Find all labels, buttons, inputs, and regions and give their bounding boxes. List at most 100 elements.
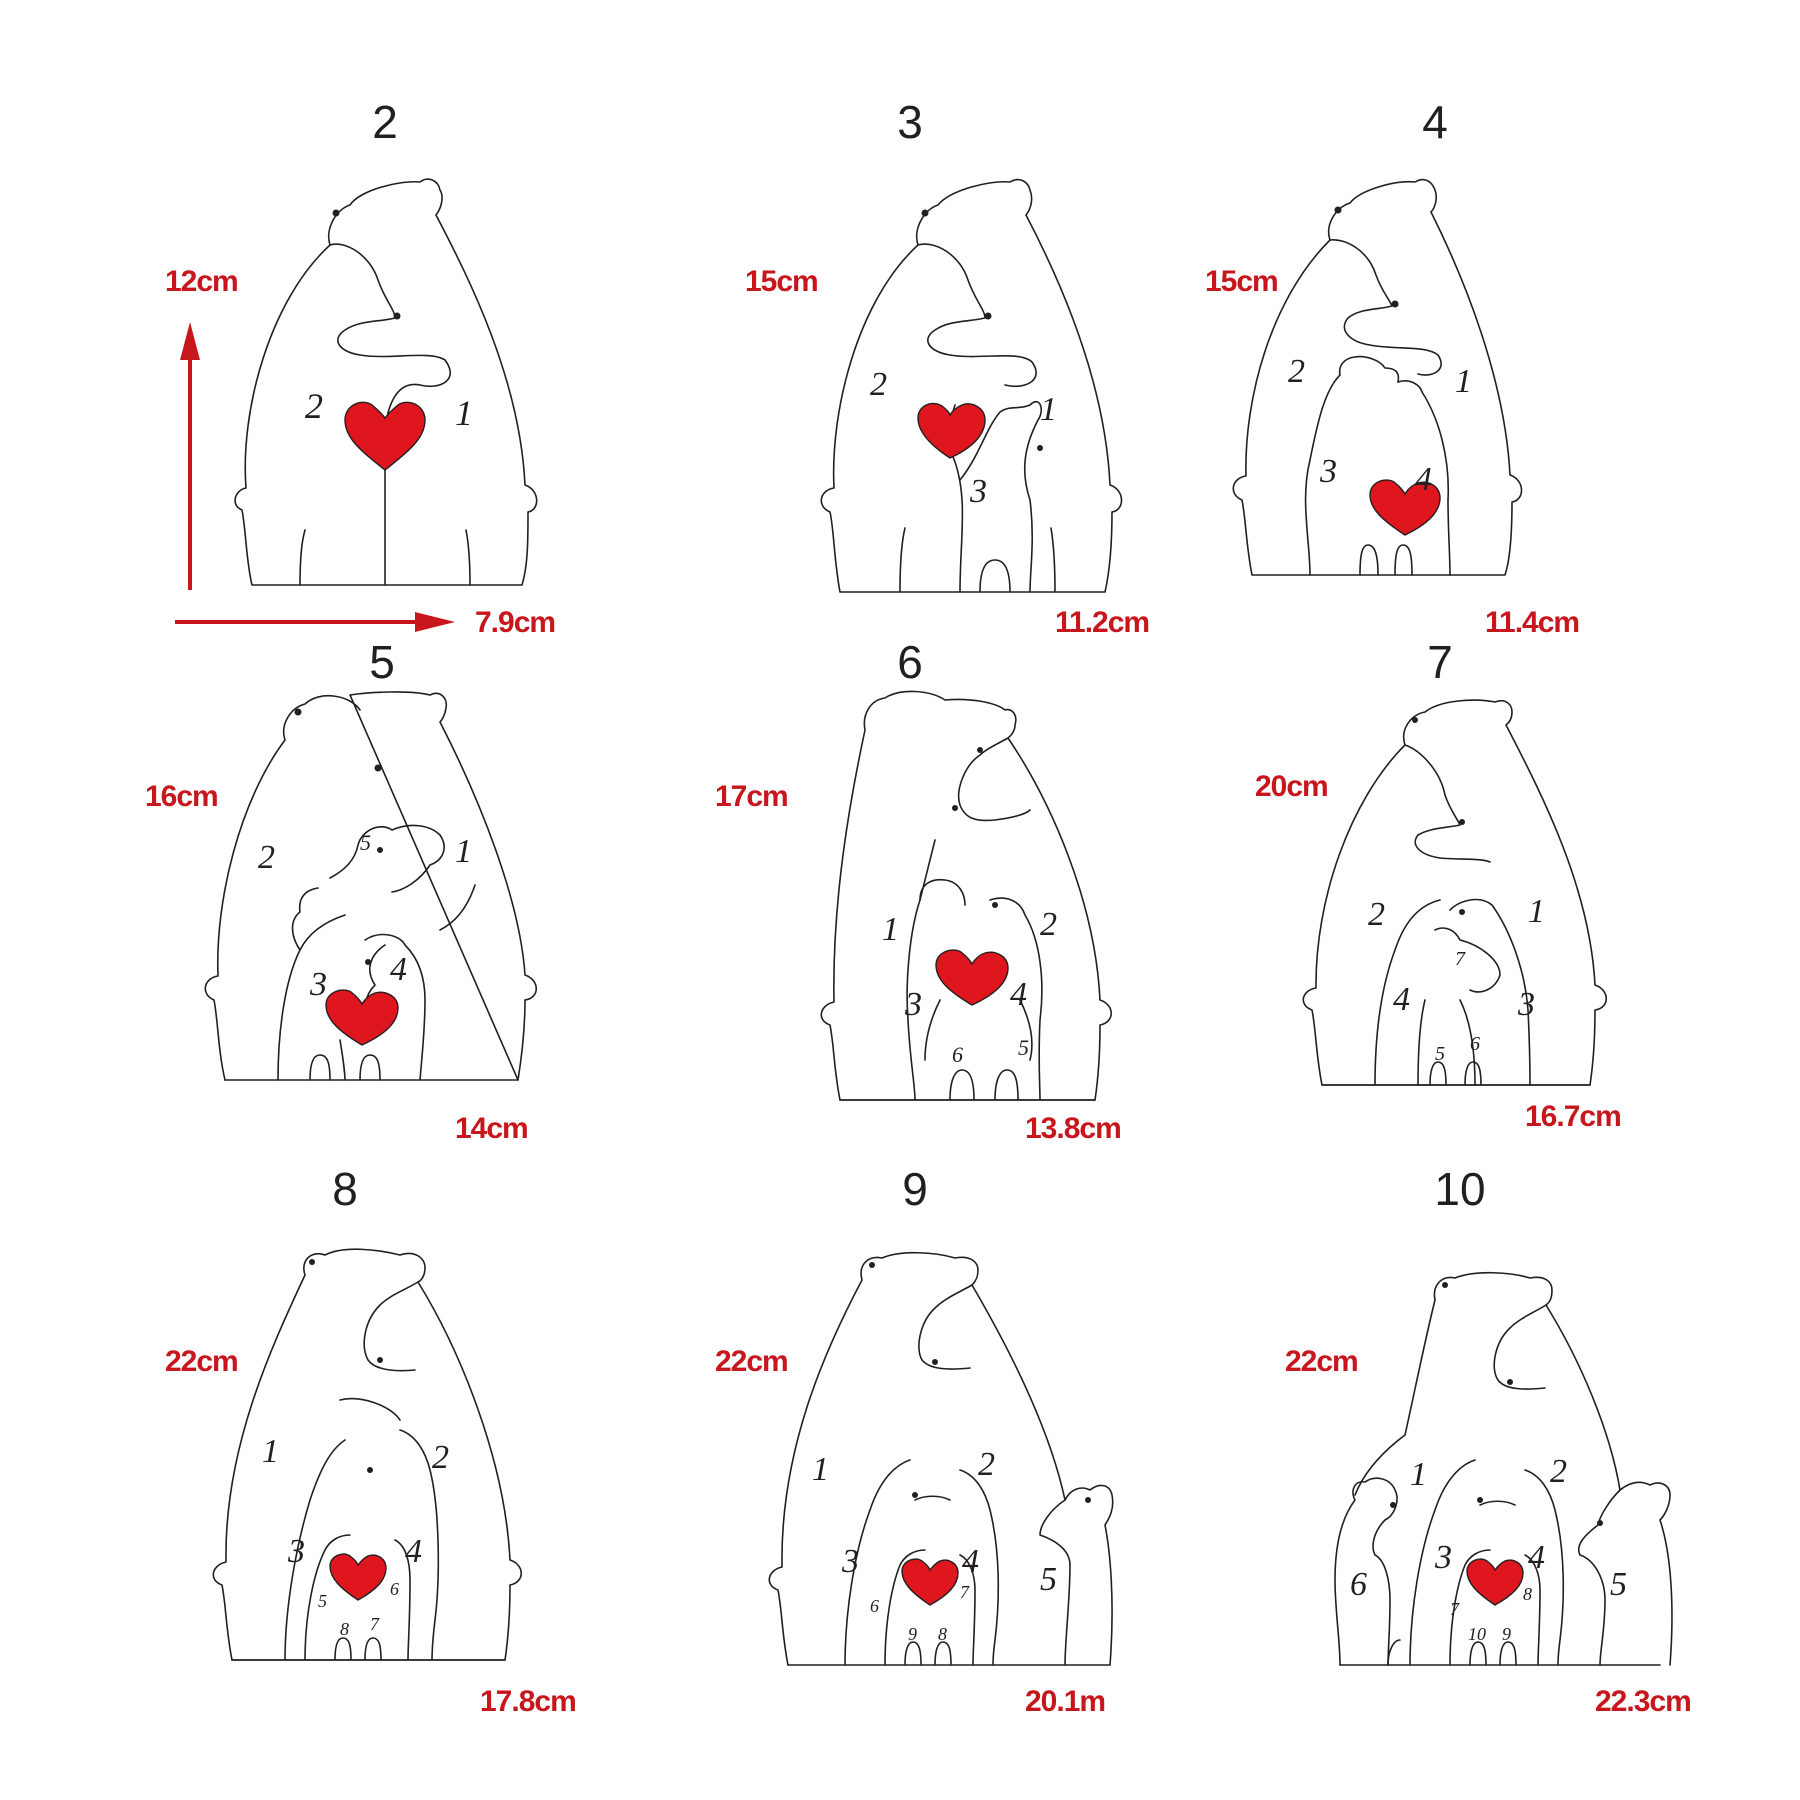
member-count: 2 — [372, 96, 398, 148]
member-label: 2 — [432, 1439, 449, 1476]
member-label: 1 — [1040, 391, 1057, 428]
width-label: 13.8cm — [1025, 1112, 1122, 1145]
member-label: 6 — [1350, 1566, 1367, 1603]
heart-icon — [917, 402, 986, 459]
member-count: 6 — [897, 636, 923, 688]
bear-figure: 2 1 — [175, 178, 538, 632]
member-label: 3 — [1517, 986, 1535, 1023]
width-label: 14cm — [455, 1112, 529, 1145]
bear-figure: 2 1 3 — [820, 178, 1123, 593]
member-label: 4 — [405, 1533, 422, 1570]
panel-5-bears: 5 16cm 14cm 2 1 3 4 5 — [0, 600, 600, 1200]
member-label: 8 — [938, 1624, 947, 1644]
bear-figure: 1 2 3 4 5 6 — [820, 690, 1113, 1101]
height-label: 15cm — [745, 265, 819, 298]
member-label: 1 — [262, 1433, 279, 1470]
member-label: 2 — [1550, 1453, 1567, 1490]
panel-4-bears: 4 15cm 11.4cm 2 1 3 4 — [1200, 0, 1800, 639]
member-count: 8 — [332, 1163, 358, 1215]
height-label: 22cm — [1285, 1345, 1359, 1378]
height-label: 16cm — [145, 780, 219, 813]
heart-icon — [344, 401, 426, 471]
width-label: 7.9cm — [475, 606, 556, 639]
member-label: 2 — [1288, 353, 1305, 390]
bear-figure: 1 2 3 4 5 6 7 8 9 10 — [1334, 1271, 1673, 1666]
panel-8-bears: 8 22cm 17.8cm 1 2 3 4 5 6 7 8 — [0, 1163, 600, 1800]
heart-icon — [901, 1558, 959, 1606]
member-label: 7 — [1450, 1599, 1460, 1619]
member-label: 2 — [978, 1446, 995, 1483]
member-label: 3 — [904, 986, 922, 1023]
bear-figure: 2 1 3 4 5 6 7 — [1302, 699, 1608, 1086]
bear-figure: 2 1 3 4 5 — [204, 691, 538, 1081]
member-label: 1 — [455, 393, 473, 433]
member-label: 1 — [1455, 363, 1472, 400]
heart-icon — [329, 1553, 387, 1601]
member-label: 6 — [390, 1579, 399, 1599]
member-label: 4 — [1010, 976, 1027, 1013]
member-label: 2 — [1040, 906, 1057, 943]
member-count: 7 — [1427, 636, 1453, 688]
height-label: 22cm — [165, 1345, 239, 1378]
member-label: 4 — [1528, 1539, 1545, 1576]
member-count: 9 — [902, 1163, 928, 1215]
member-count: 5 — [369, 636, 395, 688]
member-label: 7 — [960, 1582, 970, 1602]
member-label: 1 — [1410, 1456, 1427, 1493]
member-label: 3 — [287, 1533, 305, 1570]
member-label: 3 — [309, 966, 327, 1003]
width-label: 16.7cm — [1525, 1100, 1622, 1133]
member-label: 1 — [1528, 893, 1545, 930]
member-label: 2 — [1368, 896, 1385, 933]
member-label: 5 — [360, 830, 371, 855]
member-label: 3 — [969, 473, 987, 510]
member-label: 4 — [962, 1543, 979, 1580]
member-label: 2 — [305, 386, 323, 426]
bear-figure: 1 2 3 4 5 6 7 8 — [212, 1248, 523, 1661]
member-label: 4 — [1393, 981, 1410, 1018]
width-label: 11.2cm — [1055, 606, 1150, 639]
member-count: 4 — [1422, 96, 1448, 148]
member-label: 9 — [908, 1624, 917, 1644]
member-label: 1 — [882, 911, 899, 948]
member-label: 5 — [1040, 1561, 1057, 1598]
member-label: 5 — [1018, 1035, 1029, 1060]
panel-7-bears: 7 20cm 16.7cm 2 1 3 4 5 6 7 — [1200, 600, 1800, 1200]
width-label: 11.4cm — [1485, 606, 1580, 639]
member-count: 3 — [897, 96, 923, 148]
arrow-up-icon — [180, 322, 200, 360]
height-arrow — [180, 322, 200, 590]
width-label: 20.1m — [1025, 1685, 1106, 1718]
panel-6-bears: 6 17cm 13.8cm 1 2 3 4 5 6 — [600, 600, 1200, 1200]
arrow-right-icon — [415, 612, 455, 632]
member-label: 1 — [812, 1451, 829, 1488]
member-label: 9 — [1502, 1624, 1511, 1644]
member-label: 4 — [1415, 461, 1432, 498]
member-label: 6 — [870, 1596, 879, 1616]
member-label: 5 — [1610, 1566, 1627, 1603]
member-label: 7 — [370, 1614, 380, 1634]
height-label: 20cm — [1255, 770, 1329, 803]
width-label: 22.3cm — [1595, 1685, 1692, 1718]
member-count: 10 — [1434, 1163, 1486, 1215]
member-label: 7 — [1455, 948, 1466, 970]
member-label: 5 — [1435, 1043, 1445, 1065]
height-label: 22cm — [715, 1345, 789, 1378]
panel-2-bears: 2 12cm 7.9cm 2 1 — [0, 0, 600, 639]
width-arrow — [175, 612, 455, 632]
heart-icon — [1369, 479, 1441, 536]
member-label: 3 — [1434, 1539, 1452, 1576]
bear-figure: 1 2 3 4 5 6 7 8 9 — [768, 1251, 1114, 1666]
member-label: 8 — [1523, 1584, 1532, 1604]
panel-3-bears: 3 15cm 11.2cm 2 1 3 — [600, 0, 1200, 639]
member-label: 8 — [340, 1619, 349, 1639]
height-label: 12cm — [165, 265, 239, 298]
bear-figure: 2 1 3 4 — [1232, 178, 1523, 576]
heart-icon — [935, 949, 1009, 1006]
member-label: 5 — [318, 1591, 327, 1611]
member-label: 1 — [455, 833, 472, 870]
member-label: 2 — [258, 839, 275, 876]
member-label: 6 — [952, 1042, 963, 1067]
member-label: 3 — [841, 1543, 859, 1580]
